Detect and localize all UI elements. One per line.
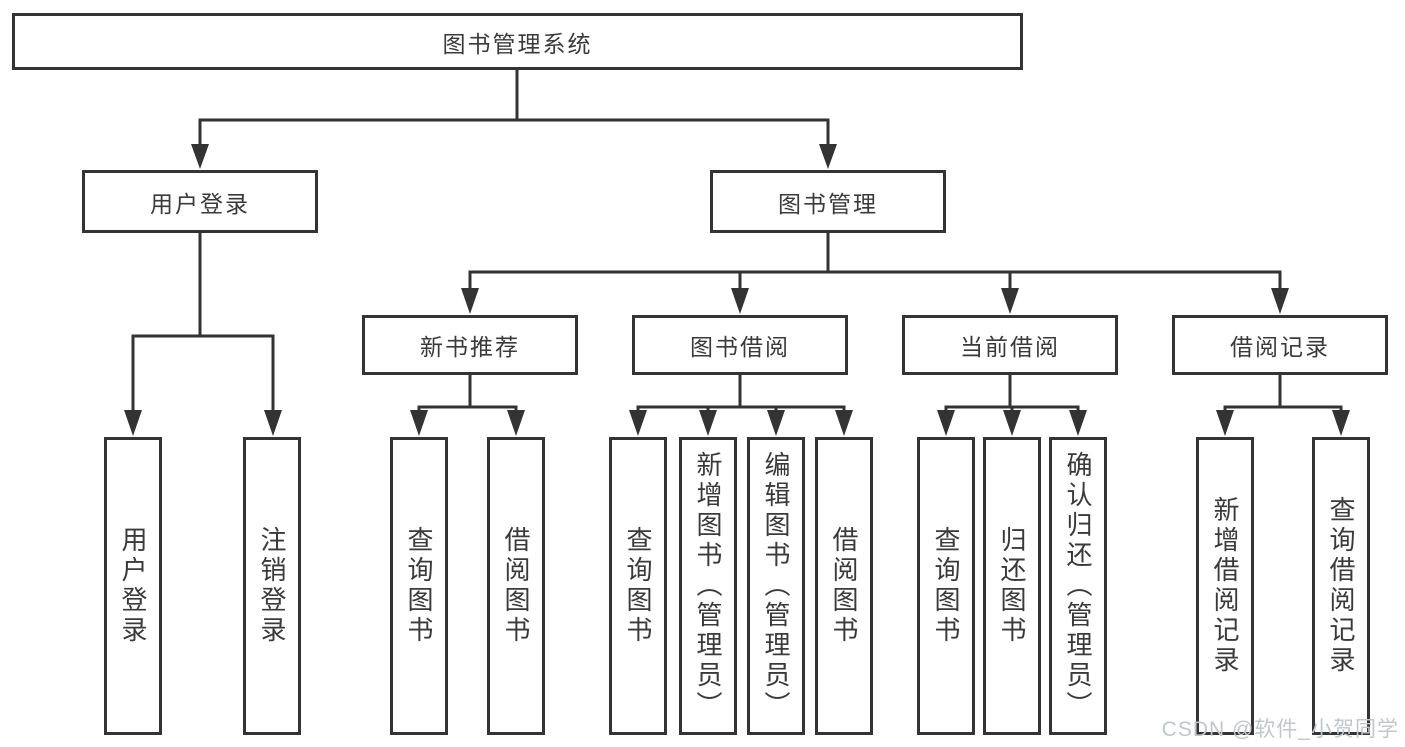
leaf-borrow-books: 借阅图书 [815,437,873,735]
leaf-query-books-borrow: 查询图书 [609,437,667,735]
node-current-borrowing: 当前借阅 [902,315,1118,375]
leaf-query-borrow-record: 查询借阅记录 [1312,437,1370,735]
leaf-query-books-current: 查询图书 [917,437,975,735]
node-book-management: 图书管理 [710,170,946,233]
leaf-borrow-books-recommend: 借阅图书 [487,437,545,735]
leaf-add-books-admin: 新增图书（管理员） [679,437,737,735]
leaf-logout: 注销登录 [243,437,301,735]
leaf-return-books: 归还图书 [983,437,1041,735]
node-borrowing-records: 借阅记录 [1172,315,1388,375]
node-user-login: 用户登录 [82,170,318,233]
node-new-book-recommend: 新书推荐 [362,315,578,375]
leaf-confirm-return-admin: 确认归还（管理员） [1049,437,1107,735]
leaf-user-login: 用户登录 [104,437,162,735]
leaf-add-borrow-record: 新增借阅记录 [1196,437,1254,735]
leaf-edit-books-admin: 编辑图书（管理员） [747,437,805,735]
leaf-query-books-recommend: 查询图书 [390,437,448,735]
csdn-watermark: CSDN @软件_小贺同学 [1161,718,1399,741]
node-book-borrowing: 图书借阅 [632,315,848,375]
node-root-system: 图书管理系统 [12,13,1023,70]
